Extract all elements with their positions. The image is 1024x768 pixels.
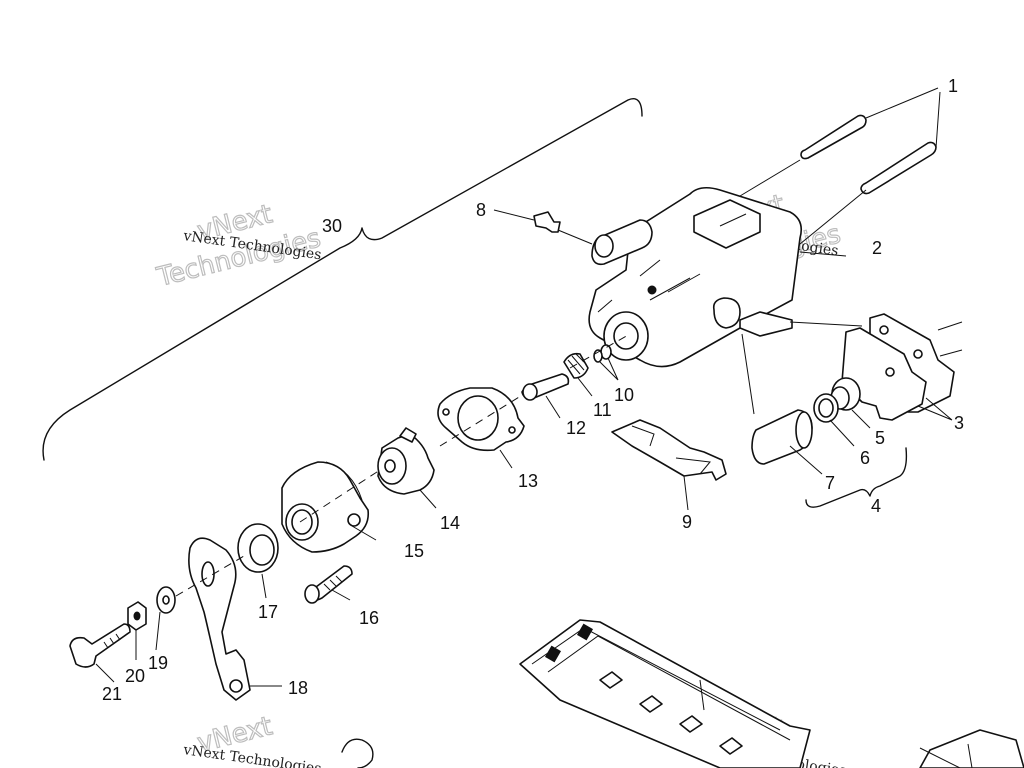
- callout-6: 6: [860, 448, 870, 468]
- callout-9: 9: [682, 512, 692, 532]
- part-11-spring: [563, 352, 593, 397]
- bottom-slide-rail: [519, 619, 811, 768]
- bottom-left-fragment: [341, 738, 374, 768]
- part-1-pins: [711, 87, 941, 317]
- callout-13: 13: [518, 471, 538, 491]
- part-15-coupling: [281, 461, 377, 553]
- part-17-seal-ring: [237, 523, 279, 599]
- bottom-right-bracket: [919, 729, 1024, 768]
- callout-10: 10: [614, 385, 634, 405]
- part-21-bolt: [69, 623, 131, 683]
- callout-3: 3: [954, 413, 964, 433]
- callout-19: 19: [148, 653, 168, 673]
- callout-21: 21: [102, 684, 122, 704]
- callout-18: 18: [288, 678, 308, 698]
- watermark-top-left: vNext Technologies vNext Technologies: [153, 199, 324, 294]
- callout-16: 16: [359, 608, 379, 628]
- brace-30: [42, 98, 643, 461]
- part-8-fitting: [493, 209, 593, 245]
- watermark-bottom-left: vNext vNext Technologies: [181, 711, 322, 768]
- assembly-axis: [175, 333, 631, 597]
- callout-20: 20: [125, 666, 145, 686]
- part-3-cover-plate: [841, 313, 963, 421]
- part-6-oring: [813, 393, 855, 447]
- callout-7: 7: [825, 473, 835, 493]
- callout-8: 8: [476, 200, 486, 220]
- brace-4: [805, 447, 908, 508]
- callout-4: 4: [871, 496, 881, 516]
- part-16-screw: [304, 565, 353, 604]
- part-9-bracket: [611, 419, 727, 511]
- callout-14: 14: [440, 513, 460, 533]
- callout-15: 15: [404, 541, 424, 561]
- part-13-gasket: [437, 387, 525, 469]
- callout-2: 2: [872, 238, 882, 258]
- callout-labels: 1 2 3 4 5 6 7 8 9 10 11 12 13 14 15 16 1…: [102, 76, 964, 704]
- callout-11: 11: [593, 400, 612, 420]
- part-14-drive-cup: [377, 427, 437, 509]
- part-20-nut: [127, 601, 147, 660]
- part-19-washer: [155, 586, 176, 651]
- callout-12: 12: [566, 418, 586, 438]
- callout-1: 1: [948, 76, 958, 96]
- part-2-pump-body: [588, 186, 863, 415]
- part-7-piston: [751, 409, 823, 475]
- callout-30: 30: [322, 216, 342, 236]
- callout-17: 17: [258, 602, 278, 622]
- callout-5: 5: [875, 428, 885, 448]
- part-12-plunger: [521, 373, 570, 419]
